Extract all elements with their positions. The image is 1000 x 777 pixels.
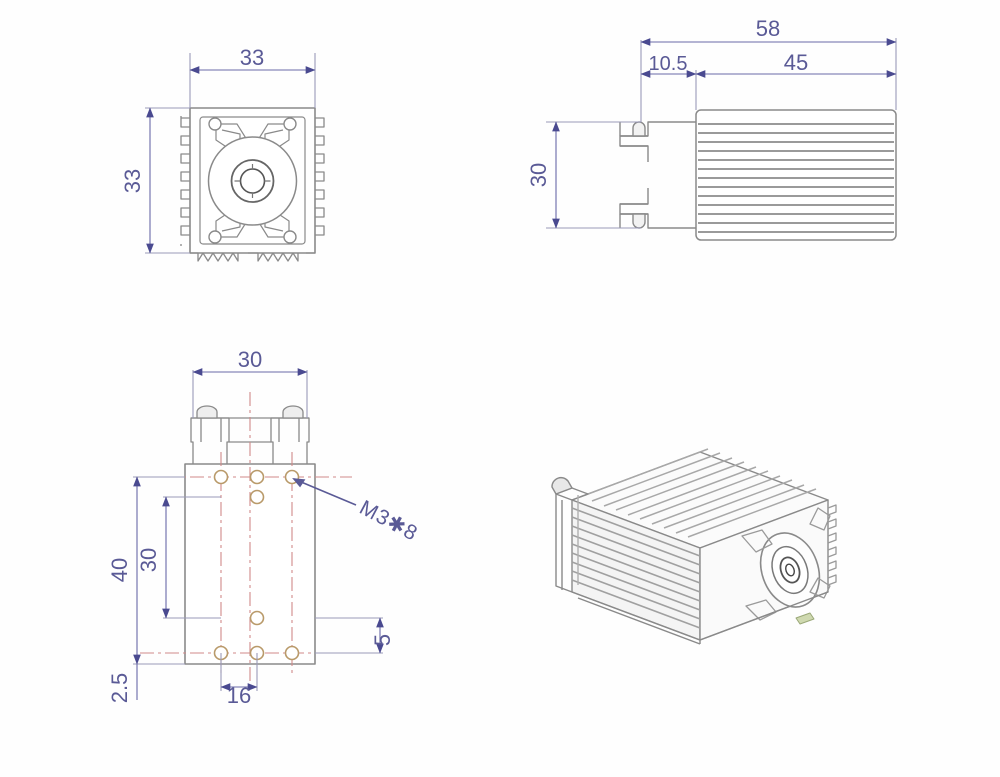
side-fin-lines	[698, 123, 894, 233]
hole-top-mid	[249, 469, 265, 485]
dim-plan-bottom-offset: 2.5	[107, 673, 132, 704]
dim-plan-width: 30	[238, 347, 262, 372]
dim-side-overall-length: 58	[756, 16, 780, 41]
hole-lower-center	[249, 610, 265, 626]
dim-side-body-length: 45	[784, 50, 808, 75]
plan-view-dimensions	[133, 368, 384, 700]
front-bottom-teeth	[190, 252, 315, 262]
thread-callout-leader	[292, 478, 357, 506]
iso-rear-collar	[551, 477, 589, 593]
dim-side-front-segment: 10.5	[649, 53, 688, 75]
dim-plan-hole-pitch: 16	[227, 683, 251, 708]
dim-plan-hole-span-outer: 40	[107, 558, 132, 582]
hole-bottom-right	[284, 645, 300, 661]
dim-side-height: 30	[526, 163, 551, 187]
side-end-lugs	[632, 121, 646, 229]
dim-plan-edge-offset: 5	[370, 634, 395, 646]
plan-mounting-holes	[213, 469, 300, 661]
side-view-dimensions	[546, 38, 897, 229]
dim-front-width: 33	[240, 45, 264, 70]
iso-label-chip	[795, 612, 815, 625]
front-view	[180, 107, 325, 262]
iso-bottom-rails	[571, 591, 829, 645]
iso-end-teeth	[827, 504, 837, 586]
front-view-dimensions	[145, 53, 316, 254]
iso-aperture	[759, 532, 821, 608]
hole-upper-center	[249, 489, 265, 505]
side-view	[619, 109, 897, 241]
iso-front-fins	[571, 507, 701, 629]
dim-front-height: 33	[120, 169, 145, 193]
dim-plan-hole-span-inner: 30	[136, 548, 161, 572]
side-body-outline	[695, 109, 897, 241]
iso-top-fins	[579, 448, 817, 538]
front-lens-boss	[207, 136, 298, 226]
isometric-view	[551, 448, 837, 645]
front-left-fins	[180, 116, 190, 246]
hole-top-left	[213, 469, 229, 485]
front-right-fins	[315, 117, 325, 236]
front-corner-holes	[208, 117, 297, 244]
